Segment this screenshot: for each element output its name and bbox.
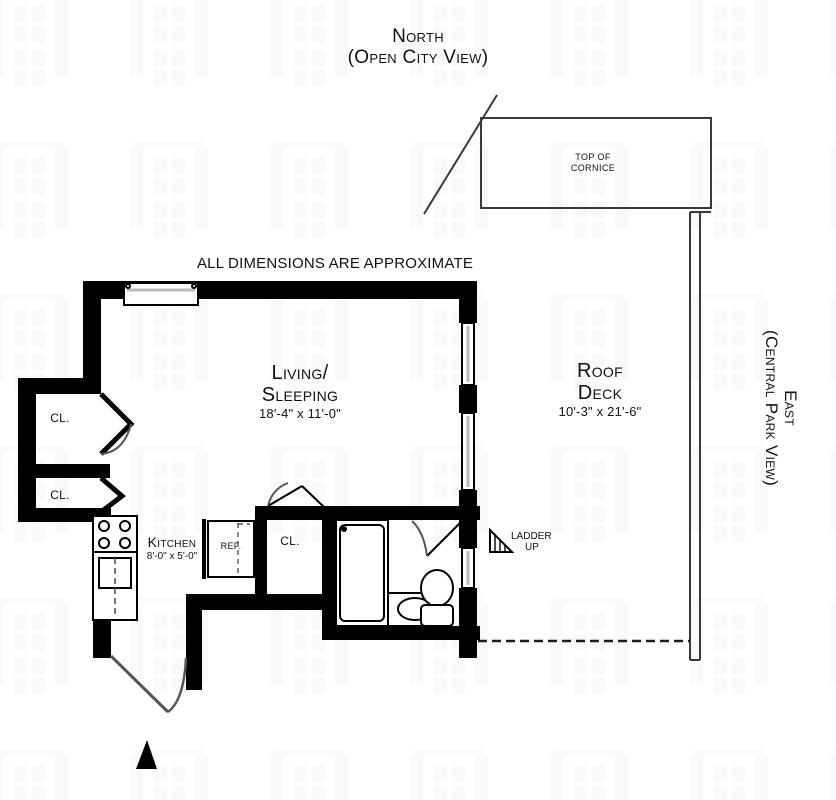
watermark-building-icon xyxy=(130,142,208,238)
watermark-building-icon xyxy=(270,294,348,390)
ladder-label-line2: UP xyxy=(525,542,539,553)
watermark-building-icon xyxy=(270,750,348,800)
closet-label-hall: CL. xyxy=(280,534,300,548)
toilet xyxy=(420,569,454,627)
closet-label-lower: CL. xyxy=(50,488,70,502)
bathroom-door xyxy=(411,520,462,557)
room-name-line2: Deck xyxy=(577,382,623,405)
room-name-line1: Kitchen xyxy=(147,534,197,550)
east-openings xyxy=(461,322,475,589)
watermark-building-icon xyxy=(830,294,836,386)
watermark-building-icon xyxy=(130,0,208,86)
entry-door xyxy=(109,654,188,714)
watermark-building-icon xyxy=(550,750,628,800)
closet-label-upper: CL. xyxy=(50,411,70,425)
room-name-line2: Sleeping xyxy=(261,384,339,407)
watermark-building-icon xyxy=(690,598,768,694)
watermark-building-icon xyxy=(130,750,208,800)
apartment-walls xyxy=(18,281,480,690)
room-label-living-sleeping: Living/ Sleeping 18'-4" x 11'-0" xyxy=(200,362,400,421)
watermark-building-icon xyxy=(0,750,68,800)
compass-east-sublabel: (Central Park View) xyxy=(761,330,781,487)
room-dimensions: 10'-3" x 21'-6" xyxy=(558,403,642,419)
ladder-label: LADDER UP xyxy=(511,531,571,553)
closet-door-upper xyxy=(99,392,135,456)
watermark-building-icon xyxy=(690,446,768,542)
watermark-building-icon xyxy=(0,598,68,694)
compass-east: East (Central Park View) xyxy=(762,330,800,486)
bathtub xyxy=(335,519,389,627)
compass-north-label: North xyxy=(392,26,444,47)
cornice-outline xyxy=(423,94,712,661)
compass-north-sublabel: (Open City View) xyxy=(347,47,489,69)
room-dimensions: 8'-0" x 5'-0" xyxy=(146,550,198,562)
refrigerator-label: REF. xyxy=(220,541,242,551)
watermark-building-icon xyxy=(130,446,208,542)
compass-north: North (Open City View) xyxy=(0,26,836,69)
cornice-label-line2: CORNICE xyxy=(570,163,616,174)
refrigerator xyxy=(202,519,255,579)
ladder-label-line1: LADDER xyxy=(511,531,552,542)
watermark-building-icon xyxy=(0,0,68,86)
watermark-building-icon xyxy=(550,0,628,86)
kitchen-sink xyxy=(92,551,138,621)
watermark-building-icon xyxy=(550,446,628,542)
ladder-icon xyxy=(489,527,515,553)
dimensions-disclaimer: ALL DIMENSIONS ARE APPROXIMATE xyxy=(196,255,474,272)
room-label-kitchen: Kitchen 8'-0" x 5'-0" xyxy=(131,534,213,562)
compass-east-label: East xyxy=(781,390,800,426)
room-name-line1: Roof xyxy=(577,360,623,382)
cornice-label-line1: TOP OF xyxy=(575,152,611,162)
watermark-building-icon xyxy=(410,0,488,86)
watermark-building-icon xyxy=(270,142,348,238)
watermark-building-icon xyxy=(830,142,836,234)
room-dimensions: 18'-4" x 11'-0" xyxy=(259,405,341,421)
watermark-building-icon xyxy=(0,142,68,238)
closet-door-hall xyxy=(267,482,326,509)
watermark-building-icon xyxy=(690,0,768,86)
watermark-building-icon xyxy=(830,750,836,800)
watermark-building-icon xyxy=(830,598,836,690)
watermark-building-icon xyxy=(410,750,488,800)
watermark-building-icon xyxy=(830,0,836,82)
watermark-building-icon xyxy=(550,598,628,694)
room-label-roof-deck: Roof Deck 10'-3" x 21'-6" xyxy=(510,360,690,419)
watermark-building-icon xyxy=(550,294,628,390)
watermark-building-icon xyxy=(690,750,768,800)
cornice-label: TOP OF CORNICE xyxy=(538,152,648,175)
room-name-line1: Living/ xyxy=(271,362,329,384)
stove xyxy=(92,515,138,553)
fixtures-linework xyxy=(92,282,515,769)
watermark-building-icon xyxy=(130,294,208,390)
entry-triangle-marker xyxy=(136,740,157,769)
watermark-building-icon xyxy=(270,0,348,86)
window-north xyxy=(123,282,199,306)
watermark-building-icon xyxy=(830,446,836,538)
watermark-building-icon xyxy=(690,294,768,390)
closet-door-lower xyxy=(99,476,126,514)
